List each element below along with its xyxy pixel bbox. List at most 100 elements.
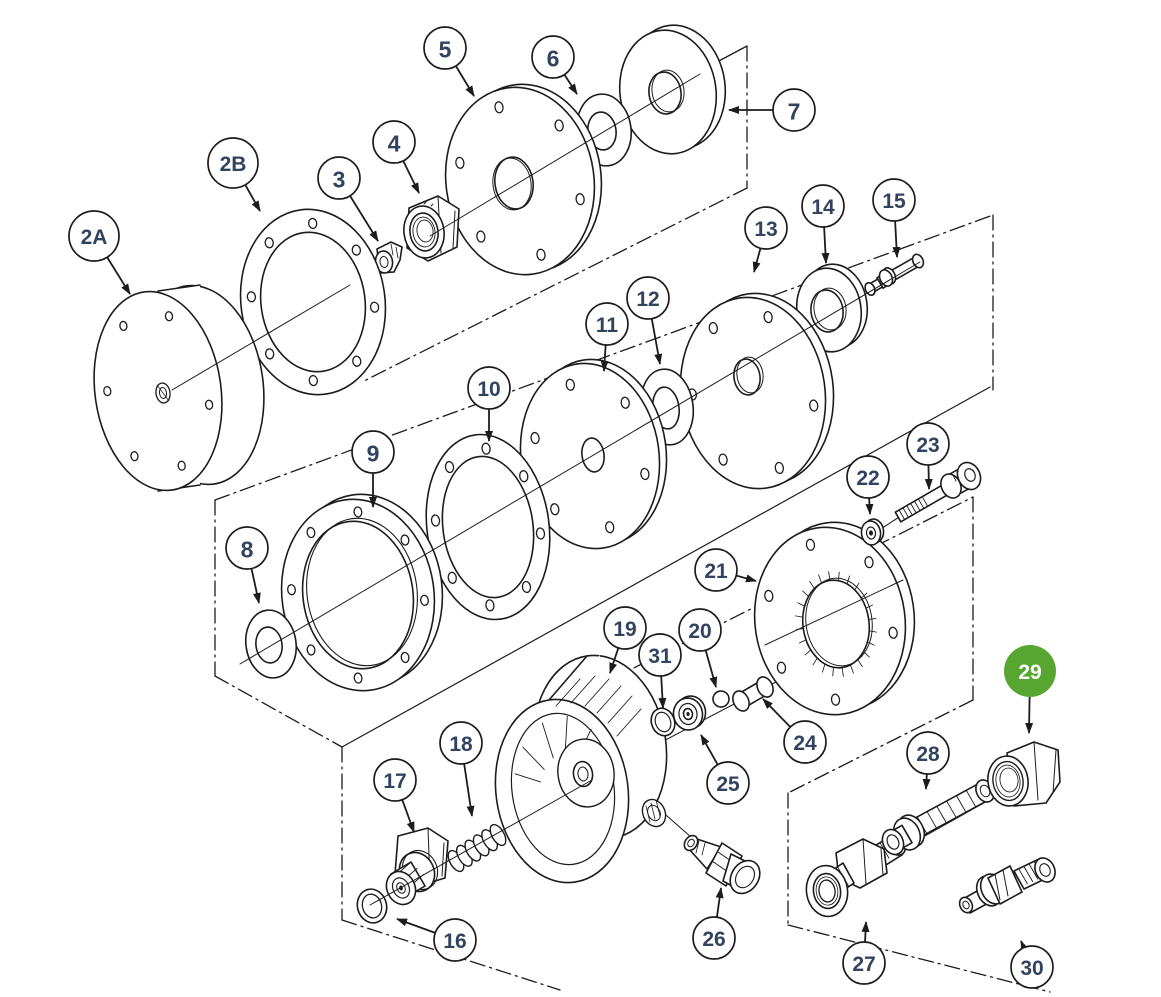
callout-bubble-26[interactable] (692, 916, 736, 960)
callout-leader-12 (650, 318, 663, 365)
part-18-spring (447, 823, 507, 873)
callout-bubble-28[interactable] (906, 731, 950, 775)
callout-label-31: 31 (648, 645, 672, 668)
callout-bubble-13[interactable] (744, 206, 788, 250)
callout-label-7: 7 (788, 99, 801, 125)
callout-bubble-16[interactable] (433, 918, 477, 962)
callout-17[interactable]: 17 (373, 758, 417, 833)
callout-bubble-25[interactable] (706, 761, 750, 805)
callout-bubble-17[interactable] (373, 758, 417, 802)
callout-bubble-21[interactable] (694, 548, 738, 592)
callout-leader-28 (922, 773, 931, 790)
part-28-nipple (881, 779, 995, 856)
callout-bubble-11[interactable] (585, 302, 629, 346)
callout-3[interactable]: 3 (317, 156, 379, 242)
callout-bubble-2A[interactable] (68, 210, 120, 262)
callout-21[interactable]: 21 (694, 548, 757, 592)
callout-28[interactable]: 28 (906, 731, 950, 790)
callout-2A[interactable]: 2A (68, 210, 131, 295)
callout-bubble-10[interactable] (467, 366, 511, 410)
callout-bubble-5[interactable] (423, 26, 467, 70)
callout-bubble-24[interactable] (783, 720, 827, 764)
callout-18[interactable]: 18 (439, 721, 483, 817)
callout-bubble-19[interactable] (603, 606, 647, 650)
callout-label-3: 3 (333, 167, 346, 193)
callout-23[interactable]: 23 (906, 422, 950, 490)
callout-bubble-2B[interactable] (207, 137, 259, 189)
callout-leader-30 (1020, 940, 1029, 952)
callout-label-18: 18 (449, 733, 473, 756)
callout-2B[interactable]: 2B (207, 137, 261, 212)
callout-label-12: 12 (636, 288, 659, 311)
callout-label-21: 21 (704, 560, 728, 583)
callout-6[interactable]: 6 (531, 35, 578, 95)
callout-20[interactable]: 20 (678, 608, 722, 688)
callout-30[interactable]: 30 (1010, 940, 1054, 989)
callout-bubble-9[interactable] (351, 430, 395, 474)
callout-leader-17 (401, 799, 415, 833)
callout-13[interactable]: 13 (744, 206, 788, 273)
callout-label-20: 20 (688, 620, 711, 643)
callout-4[interactable]: 4 (372, 120, 420, 194)
callout-label-15: 15 (882, 190, 906, 213)
callout-25[interactable]: 25 (700, 734, 750, 805)
callout-label-5: 5 (439, 37, 452, 63)
callout-11[interactable]: 11 (585, 302, 629, 372)
callout-bubble-7[interactable] (772, 88, 816, 132)
callout-29[interactable]: 29 (1004, 645, 1056, 734)
callout-label-9: 9 (367, 441, 380, 467)
part-10-gasket (425, 433, 551, 621)
callout-15[interactable]: 15 (872, 178, 916, 258)
callout-leader-23 (924, 464, 933, 490)
callout-label-26: 26 (702, 928, 725, 951)
callout-bubble-3[interactable] (317, 156, 361, 200)
callout-bubble-8[interactable] (225, 526, 269, 570)
callout-16[interactable]: 16 (396, 918, 477, 962)
callout-bubble-14[interactable] (801, 184, 845, 228)
callout-5[interactable]: 5 (423, 26, 475, 97)
callout-bubble-31[interactable] (638, 633, 682, 677)
part-4-locknut (403, 195, 460, 262)
part-25-bearing (672, 695, 707, 731)
callout-leader-13 (752, 248, 762, 273)
part-24-spacer (732, 676, 774, 712)
callout-bubble-20[interactable] (678, 608, 722, 652)
callout-leader-24 (762, 698, 791, 728)
callout-leader-6 (563, 74, 578, 95)
callout-leader-22 (865, 497, 874, 515)
part-8-washer (244, 609, 298, 679)
callout-bubble-23[interactable] (906, 422, 950, 466)
callout-label-11: 11 (596, 314, 619, 337)
callout-22[interactable]: 22 (846, 455, 890, 515)
callout-leader-26 (715, 887, 724, 918)
callout-26[interactable]: 26 (692, 887, 736, 960)
callout-leader-27 (861, 921, 870, 943)
part-23-screw (894, 461, 982, 523)
callout-24[interactable]: 24 (762, 698, 827, 764)
callout-19[interactable]: 19 (603, 606, 647, 674)
callout-bubble-27[interactable] (842, 941, 886, 985)
callout-bubble-15[interactable] (872, 178, 916, 222)
callout-label-17: 17 (383, 770, 406, 793)
callout-leader-11 (600, 344, 609, 372)
callout-bubble-12[interactable] (626, 276, 670, 320)
callout-bubble-18[interactable] (439, 721, 483, 765)
callout-bubble-29[interactable] (1004, 645, 1056, 697)
callout-leader-16 (396, 918, 436, 934)
callout-7[interactable]: 7 (728, 88, 816, 132)
callout-27[interactable]: 27 (842, 921, 886, 985)
callout-12[interactable]: 12 (626, 276, 670, 365)
callout-31[interactable]: 31 (638, 633, 682, 709)
callout-bubble-22[interactable] (846, 455, 890, 499)
callout-8[interactable]: 8 (225, 526, 269, 604)
callout-leader-25 (700, 734, 719, 766)
callout-14[interactable]: 14 (801, 184, 845, 264)
callout-bubble-30[interactable] (1010, 945, 1054, 989)
callout-10[interactable]: 10 (467, 366, 511, 442)
callout-bubble-6[interactable] (531, 35, 575, 79)
callout-9[interactable]: 9 (351, 430, 395, 508)
callout-bubble-4[interactable] (372, 120, 416, 164)
callout-leader-3 (349, 195, 379, 242)
